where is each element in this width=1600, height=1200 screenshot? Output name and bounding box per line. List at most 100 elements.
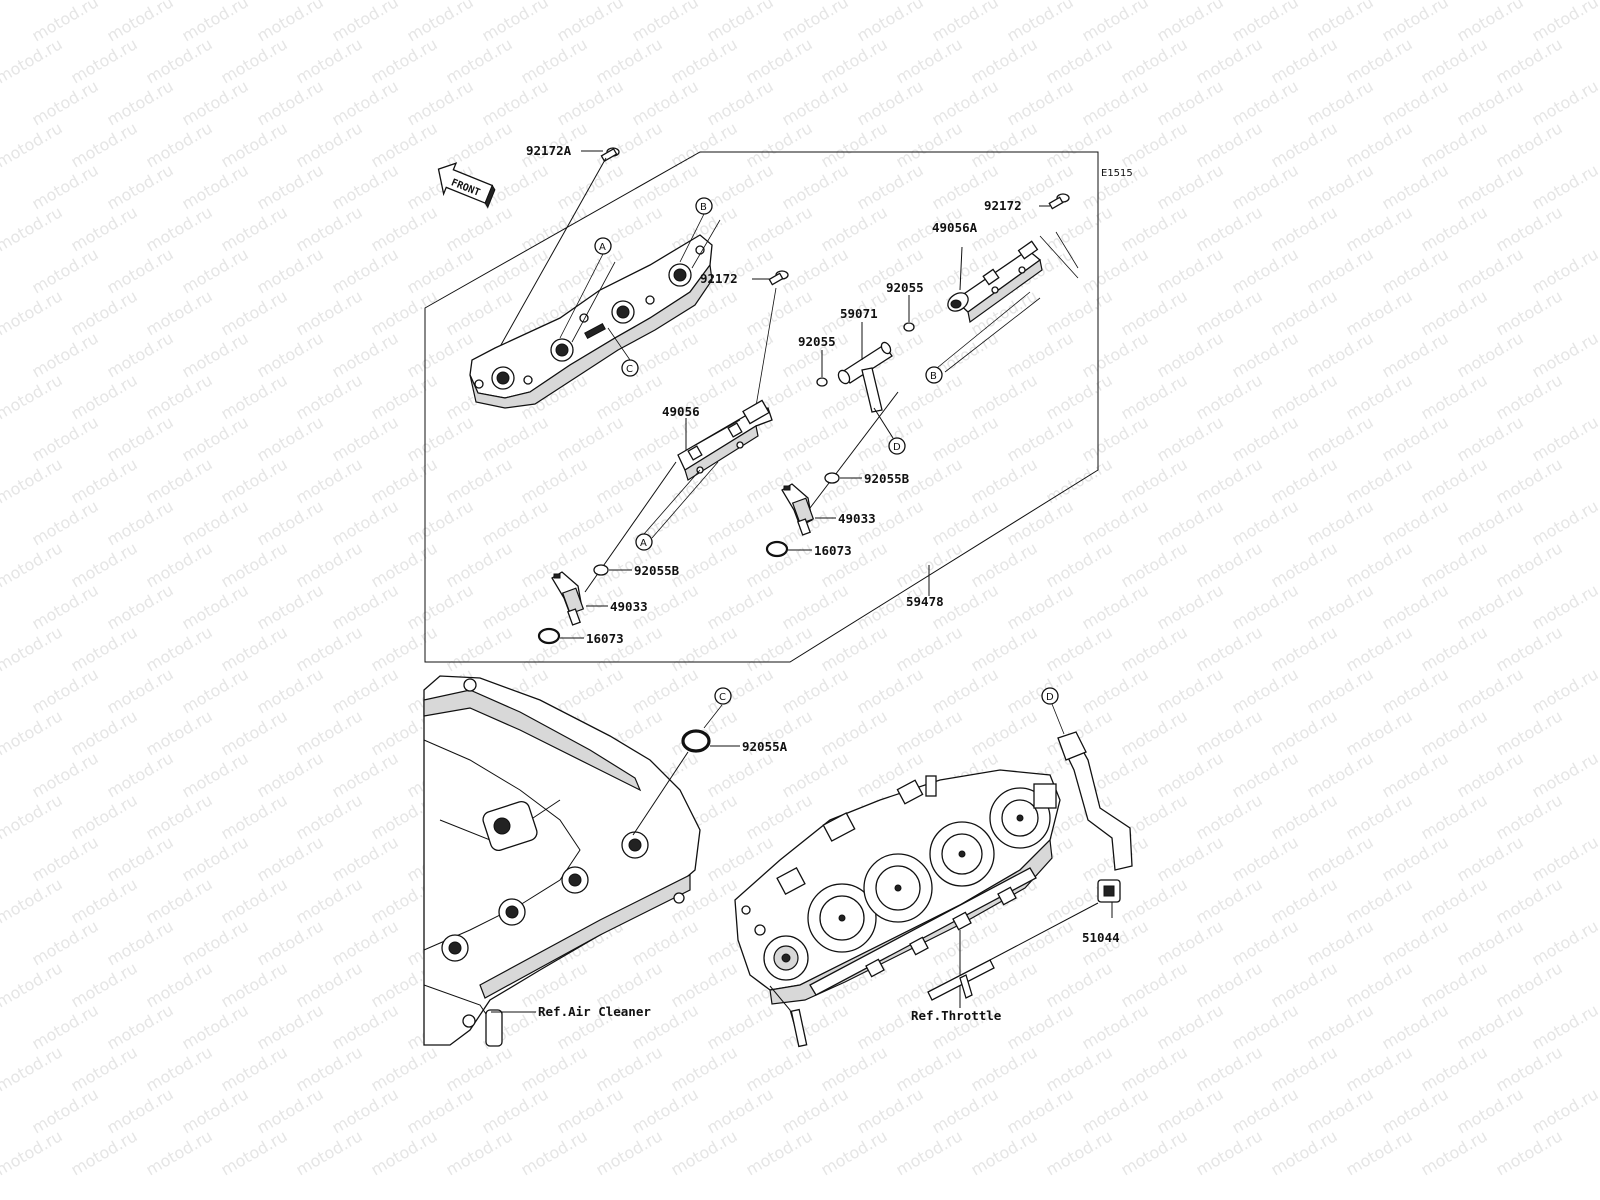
- watermark-text: motod.ru: [218, 958, 291, 1011]
- watermark-text: motod.ru: [368, 118, 441, 171]
- watermark-text: motod.ru: [104, 328, 177, 381]
- watermark-text: motod.ru: [704, 160, 777, 213]
- callout-a-top: A: [559, 237, 616, 343]
- watermark-text: motod.ru: [1268, 622, 1341, 675]
- watermark-text: motod.ru: [1343, 202, 1416, 255]
- watermark-text: motod.ru: [329, 580, 402, 633]
- watermark-text: motod.ru: [1229, 832, 1302, 885]
- watermark-text: motod.ru: [179, 832, 252, 885]
- watermark-text: motod.ru: [854, 0, 927, 45]
- watermark-text: motod.ru: [593, 1126, 666, 1179]
- watermark-text: motod.ru: [593, 454, 666, 507]
- watermark-text: motod.ru: [218, 790, 291, 843]
- watermark-text: motod.ru: [1418, 874, 1491, 927]
- watermark-text: motod.ru: [29, 496, 102, 549]
- watermark-text: motod.ru: [1454, 0, 1527, 45]
- watermark-text: motod.ru: [893, 34, 966, 87]
- assembly-frame-59478: [424, 151, 1099, 663]
- watermark-text: motod.ru: [329, 412, 402, 465]
- tee-joint-59071: [837, 341, 893, 413]
- watermark-text: motod.ru: [1193, 1126, 1266, 1179]
- watermark-text: motod.ru: [1154, 328, 1227, 381]
- watermark-text: motod.ru: [179, 0, 252, 45]
- watermark-text: motod.ru: [1193, 118, 1266, 171]
- watermark-text: motod.ru: [1343, 538, 1416, 591]
- watermark-text: motod.ru: [1529, 76, 1600, 129]
- watermark-text: motod.ru: [1193, 538, 1266, 591]
- watermark-text: motod.ru: [554, 496, 627, 549]
- watermark-text: motod.ru: [179, 664, 252, 717]
- watermark-text: motod.ru: [293, 874, 366, 927]
- label-49033-right: 49033: [838, 511, 876, 526]
- watermark-text: motod.ru: [668, 1042, 741, 1095]
- watermark-text: motod.ru: [1418, 958, 1491, 1011]
- watermark-text: motod.ru: [1418, 286, 1491, 339]
- watermark-text: motod.ru: [104, 916, 177, 969]
- watermark-text: motod.ru: [1268, 202, 1341, 255]
- watermark-text: motod.ru: [329, 916, 402, 969]
- watermark-text: motod.ru: [443, 538, 516, 591]
- watermark-text: motod.ru: [254, 1084, 327, 1137]
- watermark-text: motod.ru: [254, 832, 327, 885]
- watermark-text: motod.ru: [518, 1126, 591, 1179]
- watermark-text: motod.ru: [1154, 664, 1227, 717]
- watermark-text: motod.ru: [743, 118, 816, 171]
- watermark-text: motod.ru: [218, 118, 291, 171]
- watermark-text: motod.ru: [254, 244, 327, 297]
- watermark-text: motod.ru: [704, 748, 777, 801]
- watermark-text: motod.ru: [1529, 832, 1600, 885]
- watermark-text: motod.ru: [1229, 916, 1302, 969]
- watermark-text: motod.ru: [1529, 1084, 1600, 1137]
- watermark-text: motod.ru: [1229, 328, 1302, 381]
- watermark-text: motod.ru: [1118, 1126, 1191, 1179]
- watermark-text: motod.ru: [104, 496, 177, 549]
- watermark-text: motod.ru: [404, 76, 477, 129]
- watermark-text: motod.ru: [1229, 580, 1302, 633]
- watermark-text: motod.ru: [143, 34, 216, 87]
- watermark-text: motod.ru: [1268, 370, 1341, 423]
- watermark-text: motod.ru: [1154, 832, 1227, 885]
- watermark-text: motod.ru: [629, 916, 702, 969]
- watermark-text: motod.ru: [179, 76, 252, 129]
- watermark-text: motod.ru: [1304, 496, 1377, 549]
- watermark-text: motod.ru: [0, 790, 66, 843]
- watermark-text: motod.ru: [254, 0, 327, 45]
- watermark-text: motod.ru: [1229, 160, 1302, 213]
- watermark-text: motod.ru: [0, 34, 66, 87]
- label-49056: 49056: [662, 404, 700, 419]
- watermark-text: motod.ru: [104, 1084, 177, 1137]
- watermark-text: motod.ru: [368, 622, 441, 675]
- watermark-text: motod.ru: [1493, 1126, 1566, 1179]
- watermark-text: motod.ru: [29, 916, 102, 969]
- watermark-text: motod.ru: [554, 0, 627, 45]
- watermark-text: motod.ru: [443, 286, 516, 339]
- svg-text:B: B: [700, 202, 707, 213]
- label-92055B-left: 92055B: [634, 563, 680, 578]
- diagram-ref-code: E1515: [1101, 168, 1133, 179]
- watermark-text: motod.ru: [404, 1084, 477, 1137]
- watermark-text: motod.ru: [1268, 706, 1341, 759]
- watermark-text: motod.ru: [1154, 1000, 1227, 1053]
- watermark-text: motod.ru: [479, 76, 552, 129]
- watermark-text: motod.ru: [1379, 580, 1452, 633]
- watermark-text: motod.ru: [68, 118, 141, 171]
- watermark-text: motod.ru: [1154, 1084, 1227, 1137]
- watermark-text: motod.ru: [143, 202, 216, 255]
- watermark-text: motod.ru: [368, 286, 441, 339]
- watermark-text: motod.ru: [68, 790, 141, 843]
- watermark-text: motod.ru: [179, 328, 252, 381]
- watermark-text: motod.ru: [1118, 454, 1191, 507]
- watermark-text: motod.ru: [404, 496, 477, 549]
- watermark-text: motod.ru: [29, 832, 102, 885]
- watermark-text: motod.ru: [29, 244, 102, 297]
- watermark-text: motod.ru: [1193, 370, 1266, 423]
- watermark-text: motod.ru: [1154, 412, 1227, 465]
- watermark-text: motod.ru: [1043, 118, 1116, 171]
- watermark-text: motod.ru: [1004, 916, 1077, 969]
- watermark-text: motod.ru: [1193, 454, 1266, 507]
- watermark-text: motod.ru: [329, 664, 402, 717]
- watermark-text: motod.ru: [854, 160, 927, 213]
- watermark-text: motod.ru: [0, 1126, 66, 1179]
- watermark-text: motod.ru: [179, 1000, 252, 1053]
- label-92172A: 92172A: [526, 143, 572, 158]
